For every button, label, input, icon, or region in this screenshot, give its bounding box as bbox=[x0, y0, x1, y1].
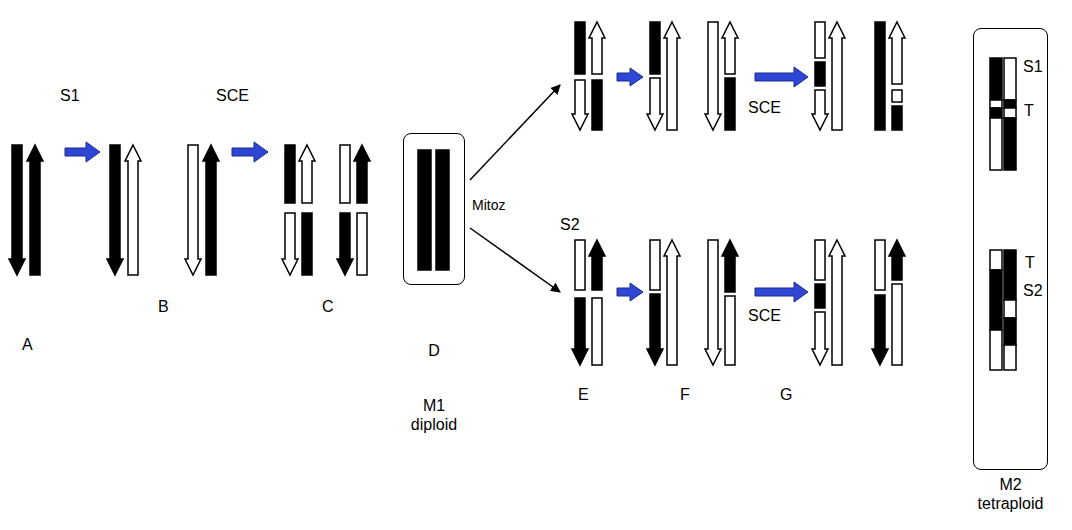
stage-label: S2 bbox=[560, 215, 580, 234]
node-text: S1 bbox=[1023, 57, 1043, 76]
phase-box: S1TTS2M2 tetraploid bbox=[973, 28, 1048, 470]
stage-label: Mitoz bbox=[472, 197, 505, 214]
stage-label: A bbox=[22, 335, 33, 354]
stage-label: SCE bbox=[216, 86, 249, 105]
stage-label: G bbox=[780, 385, 792, 404]
stage-label: S1 bbox=[60, 86, 80, 105]
node-text: T bbox=[1024, 101, 1034, 120]
node-text: S2 bbox=[1023, 281, 1043, 300]
node-text: M1 diploid bbox=[411, 396, 457, 434]
stage-label: E bbox=[578, 385, 589, 404]
node-text: M2 tetraploid bbox=[978, 475, 1044, 513]
stage-label: C bbox=[322, 297, 334, 316]
stage-label: B bbox=[158, 297, 169, 316]
node-text: D bbox=[428, 341, 440, 360]
stage-label: F bbox=[680, 385, 690, 404]
stage-label: SCE bbox=[748, 98, 781, 117]
stage-label: SCE bbox=[748, 306, 781, 325]
phase-box: DM1 diploid bbox=[403, 133, 465, 285]
node-text: T bbox=[1025, 253, 1035, 272]
